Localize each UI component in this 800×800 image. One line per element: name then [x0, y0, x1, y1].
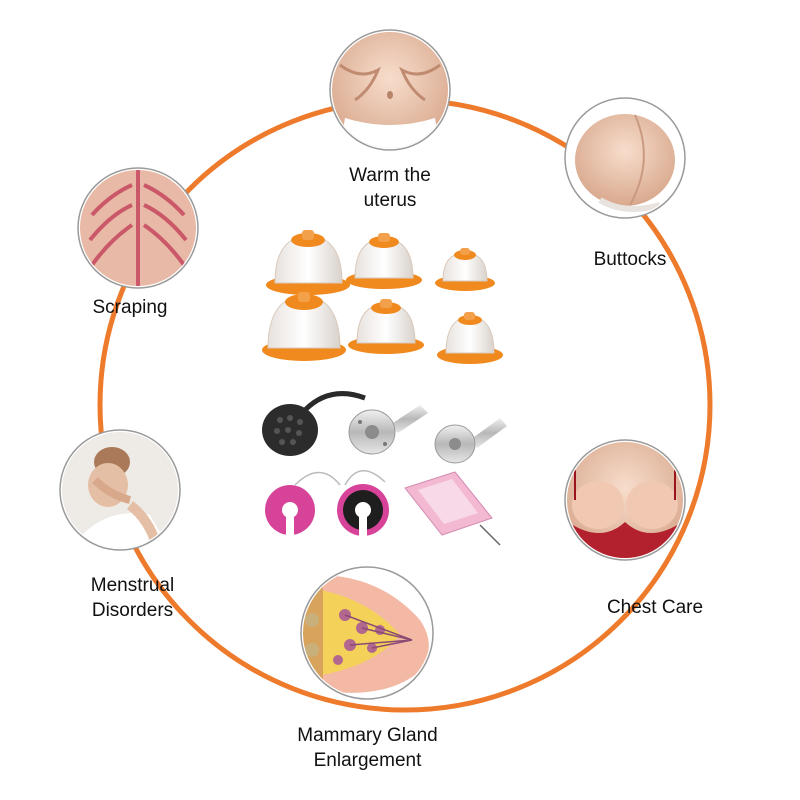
- breast-anatomy-icon: [300, 566, 434, 700]
- label-line: Menstrual: [90, 575, 175, 596]
- chest-photo-icon: [564, 439, 686, 561]
- cup-small: [437, 312, 503, 364]
- label-line: Buttocks: [593, 249, 667, 270]
- product-cups: [262, 230, 503, 364]
- cup-large: [266, 230, 350, 295]
- label-scraping: Scraping: [75, 295, 185, 320]
- buttocks-photo-icon: [564, 97, 686, 219]
- label-line: Chest Care: [606, 597, 704, 618]
- label-menstrual: Menstrual Disorders: [70, 573, 195, 623]
- scraped-back-photo-icon: [77, 167, 199, 289]
- label-warm-uterus: Warm the uterus: [320, 163, 460, 213]
- cup-small: [435, 248, 495, 291]
- label-line: Enlargement: [313, 750, 422, 771]
- metal-vacuum-probe: [434, 418, 507, 464]
- label-chest-care: Chest Care: [590, 595, 720, 620]
- heating-pad: [404, 471, 501, 546]
- label-line: Warm the: [349, 165, 431, 186]
- label-line: Disorders: [91, 600, 174, 621]
- cup-medium: [348, 299, 424, 354]
- label-line: uterus: [363, 190, 417, 211]
- cup-medium: [346, 233, 422, 289]
- belly-photo-icon: [329, 29, 451, 151]
- rf-probe-head: [262, 391, 366, 456]
- metal-vacuum-probe: [348, 405, 428, 455]
- label-line: Mammary Gland: [297, 725, 438, 746]
- woman-holding-head-photo-icon: [59, 429, 181, 551]
- label-mammary-gland: Mammary Gland Enlargement: [285, 723, 450, 773]
- black-pink-pad: [337, 470, 389, 537]
- pink-pad: [265, 471, 341, 536]
- label-buttocks: Buttocks: [570, 247, 690, 272]
- label-line: Scraping: [92, 297, 168, 318]
- cup-large: [262, 292, 346, 361]
